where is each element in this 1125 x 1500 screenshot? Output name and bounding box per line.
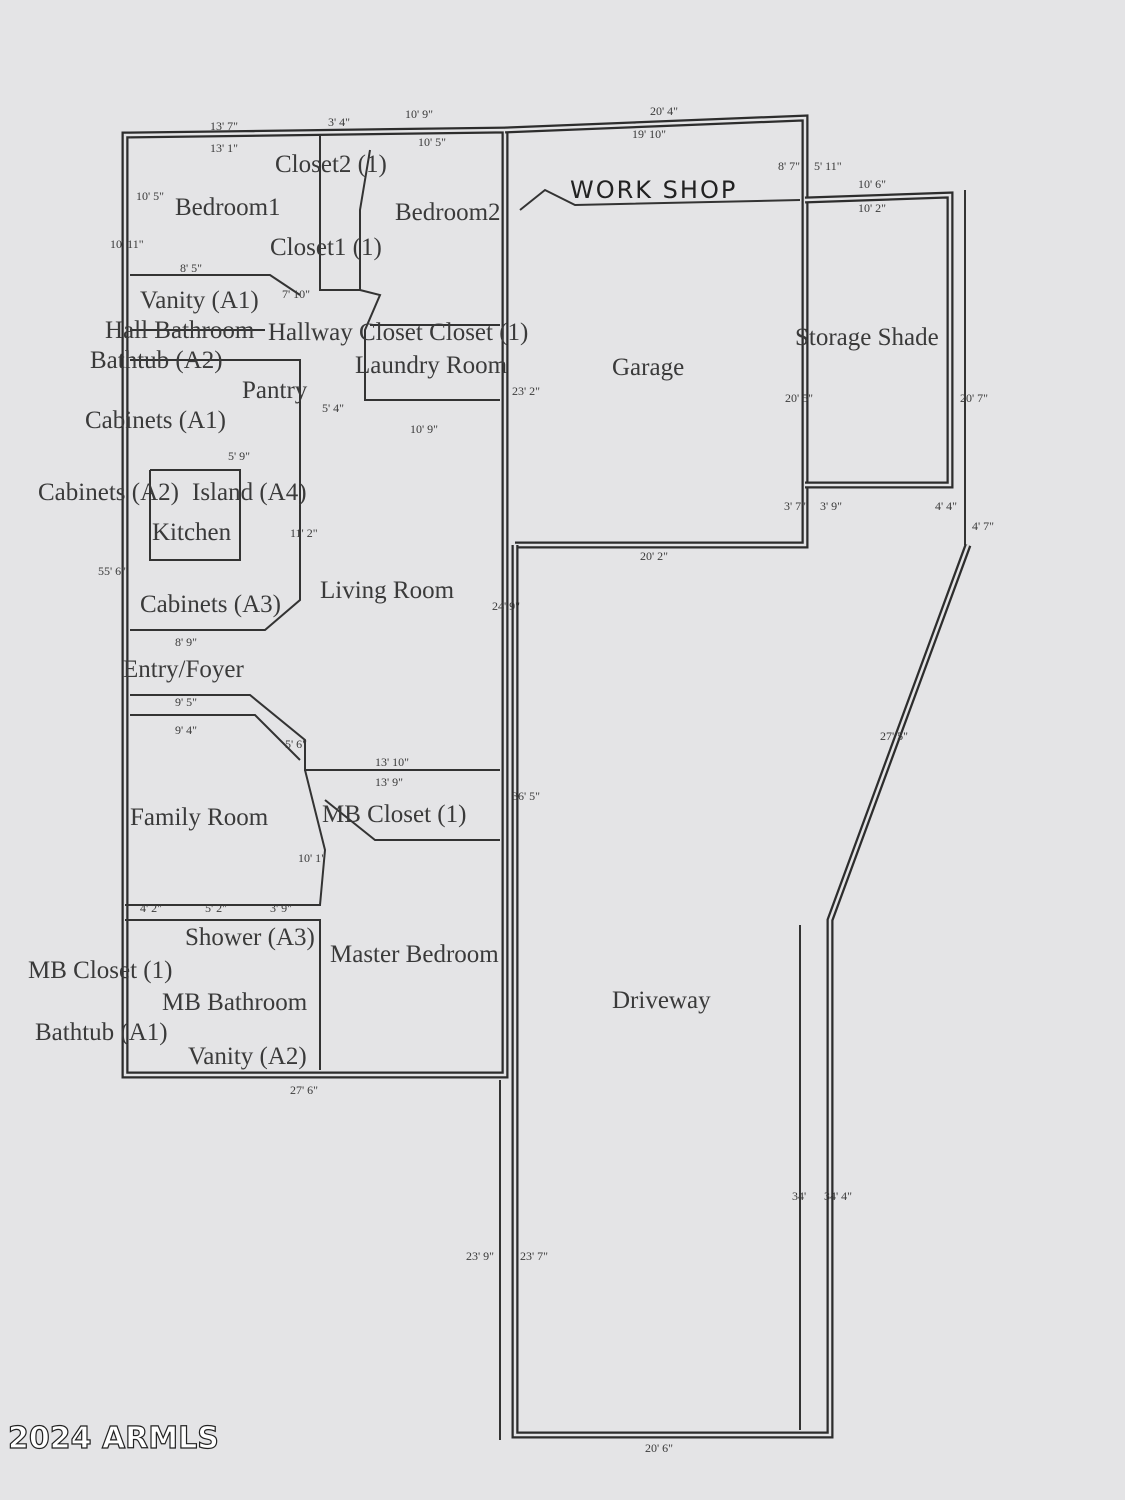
dimension-label: 3' 9" xyxy=(270,901,292,915)
room-label-garage: Garage xyxy=(612,354,684,381)
room-label-cabinets-a1: Cabinets (A1) xyxy=(85,407,226,434)
dimension-label: 20' 5" xyxy=(785,391,813,405)
dimension-label: 27' 5" xyxy=(880,729,908,743)
dimension-label: 11' 2" xyxy=(290,526,318,540)
dimension-label: 3' 7" xyxy=(784,499,806,513)
dimension-label: 10' 5" xyxy=(136,189,164,203)
dimension-label: 55' 6" xyxy=(98,564,126,578)
dimension-label: 9' 4" xyxy=(175,723,197,737)
dimension-label: 10' 6" xyxy=(858,177,886,191)
dimension-label: 4' 4" xyxy=(935,499,957,513)
room-label-mb-closet: MB Closet (1) xyxy=(322,801,466,828)
dimension-label: 5' 6" xyxy=(285,737,307,751)
room-label-island-a4: Island (A4) xyxy=(192,479,307,506)
dimension-label: 7' 10" xyxy=(282,287,310,301)
room-label-mb-bathroom: MB Bathroom xyxy=(162,989,308,1016)
room-label-bathtub-a2: Bathtub (A2) xyxy=(90,347,223,374)
room-label-bedroom1: Bedroom1 xyxy=(175,194,281,221)
dimension-label: 4' 2" xyxy=(140,901,162,915)
room-label-cabinets-a2: Cabinets (A2) xyxy=(38,479,179,506)
dimension-label: 10' 9" xyxy=(405,107,433,121)
handwritten-workshop-label: WORK SHOP xyxy=(570,176,737,204)
dimension-label: 8' 7" xyxy=(778,159,800,173)
dimension-label: 13' 10" xyxy=(375,755,409,769)
room-label-hall-bathroom: Hall Bathroom xyxy=(105,317,255,344)
room-label-driveway: Driveway xyxy=(612,987,711,1014)
dimension-label: 8' 9" xyxy=(175,635,197,649)
room-label-hallway-closet: Hallway Closet Closet (1) xyxy=(268,319,528,346)
room-label-shower-a3: Shower (A3) xyxy=(185,924,315,951)
dimension-label: 10' 2" xyxy=(858,201,886,215)
dimension-label: 27' 6" xyxy=(290,1083,318,1097)
dimension-label: 20' 6" xyxy=(645,1441,673,1455)
room-labels: Bedroom1 Bedroom2 Closet2 (1) Closet1 (1… xyxy=(28,151,939,1070)
dimension-label: 3' 9" xyxy=(820,499,842,513)
room-label-master-bedroom: Master Bedroom xyxy=(330,941,499,968)
dimension-label: 10' 5" xyxy=(418,135,446,149)
dimension-label: 20' 2" xyxy=(640,549,668,563)
room-label-closet2: Closet2 (1) xyxy=(275,151,387,178)
dimension-label: 19' 10" xyxy=(632,127,666,141)
driveway-outline xyxy=(511,543,972,1439)
dimension-label: 23' 9" xyxy=(466,1249,494,1263)
room-label-cabinets-a3: Cabinets (A3) xyxy=(140,591,281,618)
room-label-living-room: Living Room xyxy=(320,577,455,604)
dimension-label: 13' 7" xyxy=(210,119,238,133)
dimension-label: 13' 9" xyxy=(375,775,403,789)
dimension-label: 13' 1" xyxy=(210,141,238,155)
room-label-bedroom2: Bedroom2 xyxy=(395,199,501,226)
room-label-closet1: Closet1 (1) xyxy=(270,234,382,261)
dimension-labels: 13' 7" 3' 4" 10' 9" 20' 4" 13' 1" 10' 5"… xyxy=(98,104,994,1455)
dimension-label: 5' 2" xyxy=(205,901,227,915)
watermark: 2024 ARMLS xyxy=(8,1421,219,1456)
room-label-bathtub-a1: Bathtub (A1) xyxy=(35,1019,168,1046)
dimension-label: 20' 4" xyxy=(650,104,678,118)
dimension-label: 34' xyxy=(792,1189,806,1203)
room-label-vanity-a2: Vanity (A2) xyxy=(188,1043,307,1070)
dimension-label: 3' 4" xyxy=(328,115,350,129)
bedroom1-wall xyxy=(130,274,301,296)
dimension-label: 24' 9" xyxy=(492,599,520,613)
room-label-vanity-a1: Vanity (A1) xyxy=(140,287,259,314)
walls xyxy=(121,114,972,1440)
dimension-label: 34' 4" xyxy=(824,1189,852,1203)
room-label-kitchen: Kitchen xyxy=(152,519,232,546)
dimension-label: 5' 4" xyxy=(322,401,344,415)
room-label-mb-closet-2: MB Closet (1) xyxy=(28,957,172,984)
dimension-label: 5' 11" xyxy=(814,159,842,173)
room-label-pantry: Pantry xyxy=(242,377,308,404)
room-label-entry-foyer: Entry/Foyer xyxy=(123,656,244,683)
dimension-label: 10' 1" xyxy=(298,851,326,865)
room-label-laundry-room: Laundry Room xyxy=(355,352,508,379)
dimension-label: 23' 7" xyxy=(520,1249,548,1263)
dimension-label: 36' 5" xyxy=(512,789,540,803)
workshop-partition xyxy=(519,188,801,211)
room-label-family-room: Family Room xyxy=(130,804,269,831)
dimension-label: 9' 5" xyxy=(175,695,197,709)
dimension-label: 10' 11" xyxy=(110,237,144,251)
dimension-label: 4' 7" xyxy=(972,519,994,533)
dimension-label: 23' 2" xyxy=(512,384,540,398)
dimension-label: 8' 5" xyxy=(180,261,202,275)
dimension-label: 5' 9" xyxy=(228,449,250,463)
room-label-storage-shade: Storage Shade xyxy=(795,324,939,351)
dimension-label: 20' 7" xyxy=(960,391,988,405)
dimension-label: 10' 9" xyxy=(410,422,438,436)
